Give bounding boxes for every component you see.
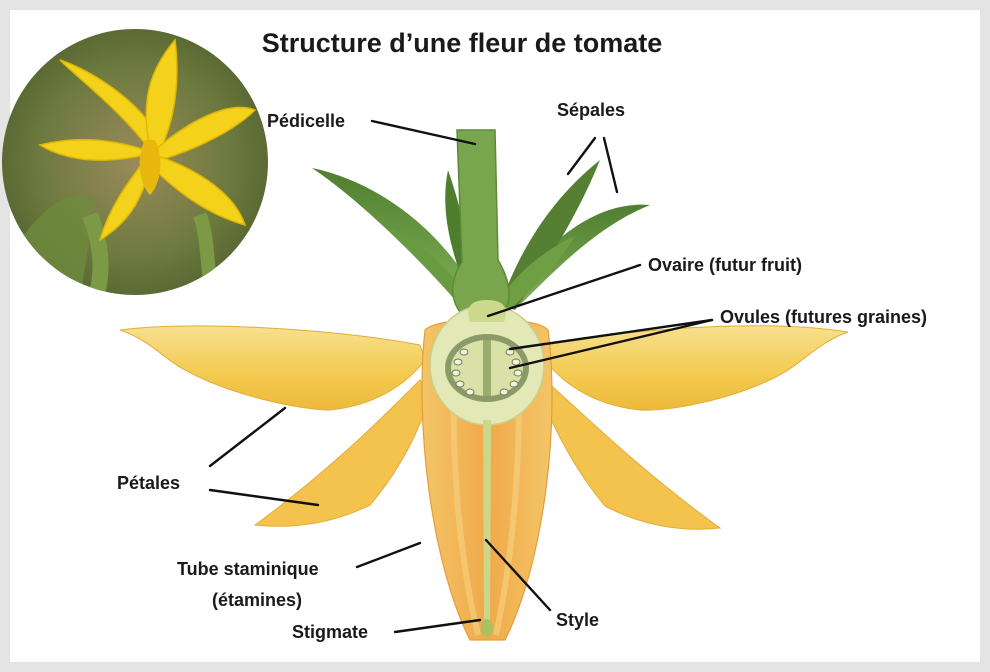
label-stigmate: Stigmate — [292, 622, 368, 642]
leader-tube — [357, 543, 420, 567]
label-sepales: Sépales — [557, 100, 625, 120]
flower-photo — [2, 29, 268, 300]
leader-sepales-2 — [604, 138, 617, 192]
leader-petales-1 — [210, 408, 285, 466]
label-tube-staminique: Tube staminique — [177, 559, 319, 579]
label-style: Style — [556, 610, 599, 630]
pedicel-shape — [453, 130, 509, 312]
style-shape — [483, 420, 491, 625]
label-petales: Pétales — [117, 473, 180, 493]
diagram-title: Structure d’une fleur de tomate — [262, 28, 663, 58]
stigma-shape — [481, 619, 493, 637]
ovary-shape — [430, 300, 544, 425]
label-pedicelle: Pédicelle — [267, 111, 345, 131]
label-etamines: (étamines) — [212, 590, 302, 610]
label-ovaire: Ovaire (futur fruit) — [648, 255, 802, 275]
label-ovules: Ovules (futures graines) — [720, 307, 927, 327]
